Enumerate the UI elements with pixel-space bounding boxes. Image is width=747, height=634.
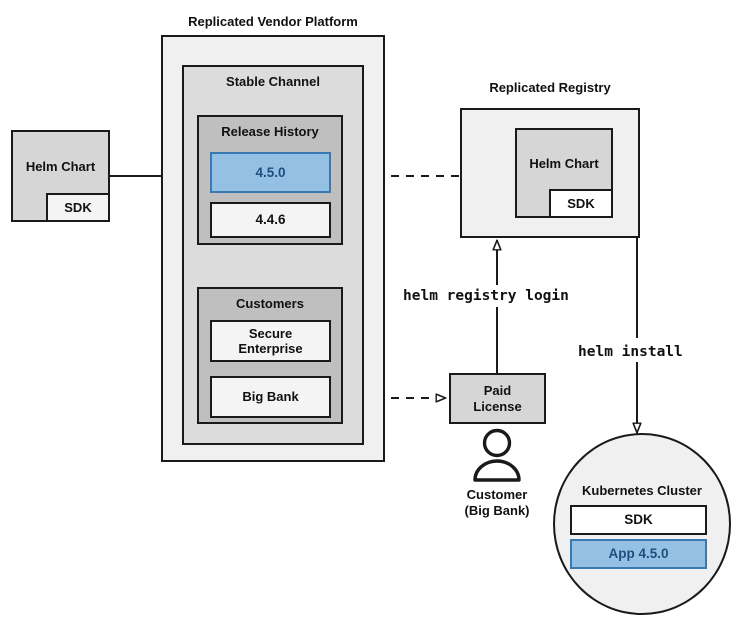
kubernetes-cluster-label: Kubernetes Cluster <box>582 483 702 498</box>
customer-item-secure-enterprise[interactable]: Secure Enterprise <box>210 320 331 362</box>
release-history-label: Release History <box>221 124 319 139</box>
customer-caption: Customer (Big Bank) <box>464 487 530 518</box>
command-helm-install: helm install <box>578 344 683 360</box>
customers-label: Customers <box>236 296 304 311</box>
customer-name-label: Secure Enterprise <box>238 325 303 356</box>
customer-name-label: Big Bank <box>242 389 299 405</box>
cluster-component-label: App 4.5.0 <box>608 546 669 562</box>
cluster-component-sdk[interactable]: SDK <box>570 505 707 535</box>
release-version-label: 4.5.0 <box>255 164 286 180</box>
source-helm-chart-label: Helm Chart <box>25 159 96 175</box>
stable-channel-label: Stable Channel <box>226 74 320 89</box>
customer-person-icon <box>473 428 521 482</box>
cluster-component-app[interactable]: App 4.5.0 <box>570 539 707 569</box>
release-item-4-4-6[interactable]: 4.4.6 <box>210 202 331 238</box>
registry-title: Replicated Registry <box>489 80 611 95</box>
command-helm-registry-login: helm registry login <box>403 288 569 304</box>
registry-sdk-box[interactable]: SDK <box>549 189 613 218</box>
release-item-4-5-0[interactable]: 4.5.0 <box>210 152 331 193</box>
source-sdk-box[interactable]: SDK <box>46 193 110 222</box>
paid-license-box[interactable]: Paid License <box>449 373 546 424</box>
registry-helm-chart-label: Helm Chart <box>529 156 599 172</box>
release-version-label: 4.4.6 <box>255 212 286 228</box>
vendor-platform-title: Replicated Vendor Platform <box>188 14 358 29</box>
paid-license-label: Paid License <box>473 383 522 414</box>
source-helm-chart-box[interactable]: Helm Chart <box>11 130 110 222</box>
customer-item-big-bank[interactable]: Big Bank <box>210 376 331 418</box>
cluster-component-label: SDK <box>624 512 653 528</box>
registry-sdk-label: SDK <box>567 195 595 211</box>
source-sdk-label: SDK <box>64 199 92 215</box>
